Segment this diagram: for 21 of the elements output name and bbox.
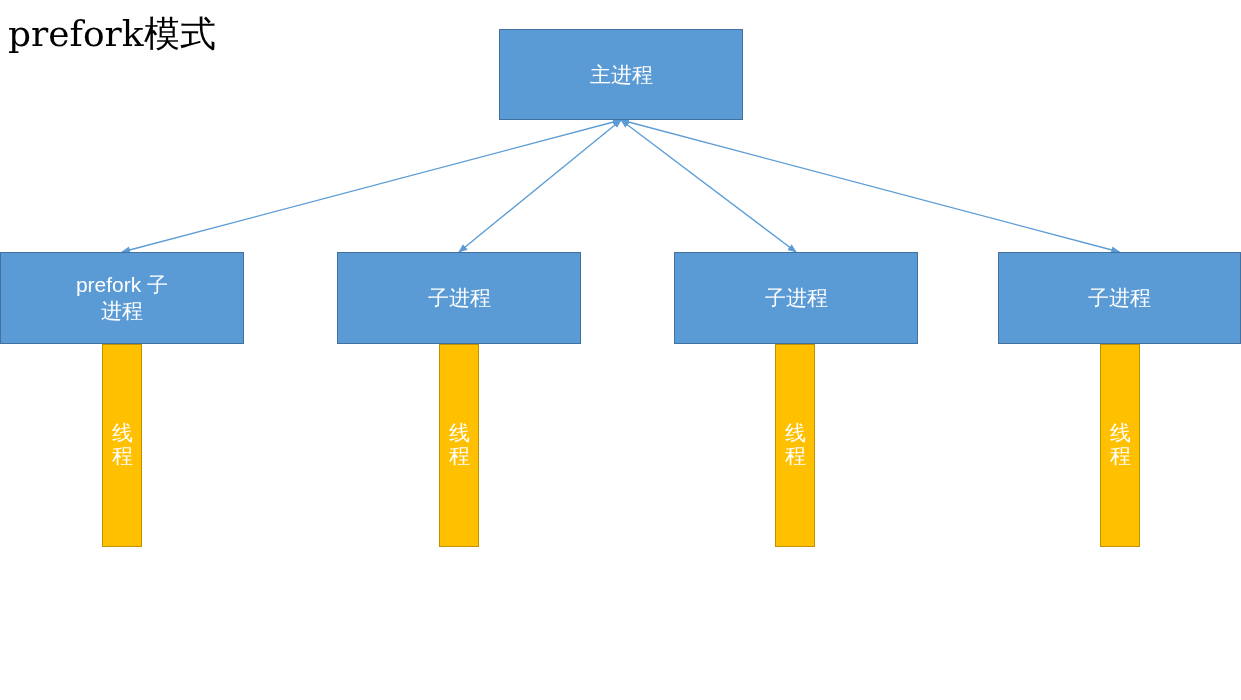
- vertical-label: 线程: [1109, 421, 1131, 468]
- box-label: 主进程: [588, 61, 654, 88]
- arrow: [458, 119, 622, 253]
- thread-bar: [775, 344, 815, 547]
- thread-bar: [1100, 344, 1140, 547]
- thread-bar: [102, 344, 142, 547]
- vertical-label: 线程: [448, 421, 470, 468]
- process-box: [0, 252, 244, 344]
- box-label: 子进程: [426, 285, 492, 311]
- process-box: [337, 252, 581, 344]
- title: prefork模式: [8, 12, 216, 56]
- thread-bar: [439, 344, 479, 547]
- process-box: [499, 29, 743, 120]
- process-box: [674, 252, 918, 344]
- box-label: prefork 子进程: [74, 272, 170, 324]
- vertical-label: 线程: [111, 421, 133, 468]
- arrow: [620, 119, 797, 253]
- vertical-label: 线程: [784, 421, 806, 468]
- box-label: 子进程: [1087, 285, 1152, 311]
- process-box: [998, 252, 1241, 344]
- box-label: 子进程: [763, 285, 829, 311]
